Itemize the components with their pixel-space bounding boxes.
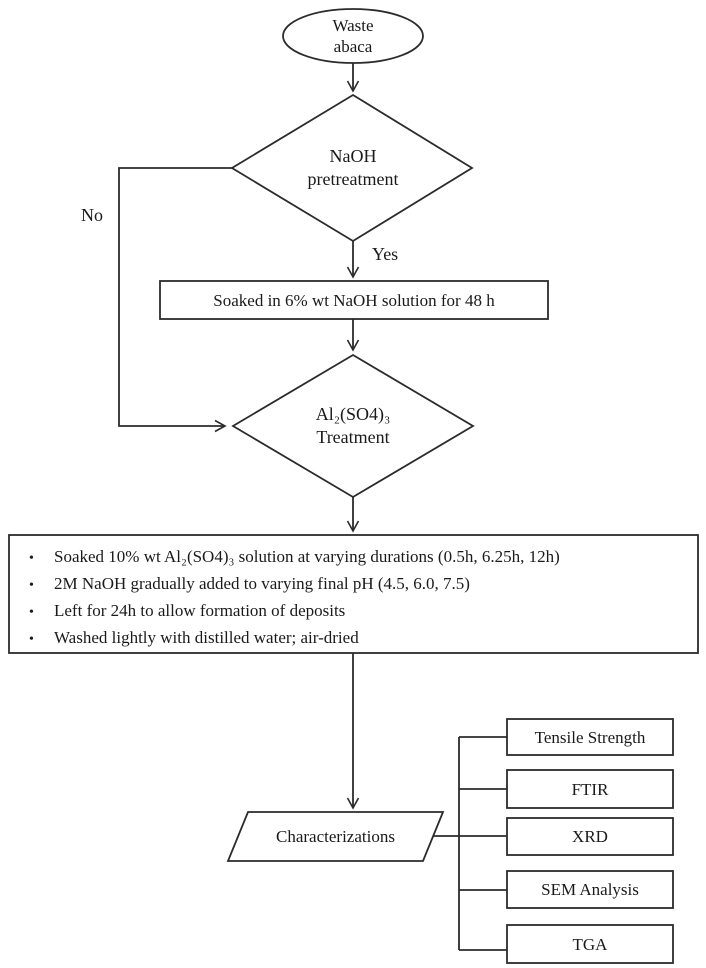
output-xrd-shape (506, 817, 674, 856)
treatment-step-text: Soaked 10% wt Al₂(SO4)₃ solution at vary… (54, 547, 560, 566)
output-sem-label: SEM Analysis (541, 880, 639, 899)
characterizations-shape (226, 811, 445, 862)
bullet-icon: • (29, 632, 34, 647)
treatment-step-text: Washed lightly with distilled water; air… (54, 628, 359, 647)
output-tga-label: TGA (572, 934, 608, 954)
output-tensile-strength-label: Tensile Strength (534, 727, 646, 747)
treatment-step-row: • 2M NaOH gradually added to varying fin… (25, 571, 692, 598)
treatment-step-text: 2M NaOH gradually added to varying final… (54, 574, 470, 593)
treatment-step-row: • Left for 24h to allow formation of dep… (25, 598, 692, 625)
output-ftir-label: FTIR (571, 779, 609, 799)
treatment-step-row: • Soaked 10% wt Al₂(SO4)₃ solution at va… (25, 544, 692, 571)
treatment-step-text: Left for 24h to allow formation of depos… (54, 601, 346, 620)
bullet-icon: • (29, 551, 34, 566)
edge-yes-label: Yes (372, 244, 399, 264)
treatment-step-row: • Washed lightly with distilled water; a… (25, 625, 692, 652)
bullet-icon: • (29, 605, 34, 620)
decision-pretreatment-label: NaOH pretreatment (307, 146, 399, 189)
edge-no-label: No (81, 205, 103, 225)
process-soak-label: Soaked in 6% wt NaOH solution for 48 h (213, 290, 495, 310)
output-tensile-strength-shape (506, 718, 674, 756)
decision-treatment-label: Al₂(SO4)₃ Treatment (315, 404, 391, 447)
bullet-icon: • (29, 578, 34, 593)
output-xrd-label: XRD (572, 827, 608, 846)
output-sem-shape (506, 870, 674, 909)
start-node-label: Waste abaca (332, 16, 374, 56)
process-soak-shape (159, 280, 549, 320)
characterizations-label: Characterizations (276, 827, 395, 846)
edge-no-branch (118, 167, 232, 433)
output-tga-shape (506, 924, 674, 964)
process-steps-list: • Soaked 10% wt Al₂(SO4)₃ solution at va… (9, 535, 698, 653)
output-ftir-shape (506, 769, 674, 809)
